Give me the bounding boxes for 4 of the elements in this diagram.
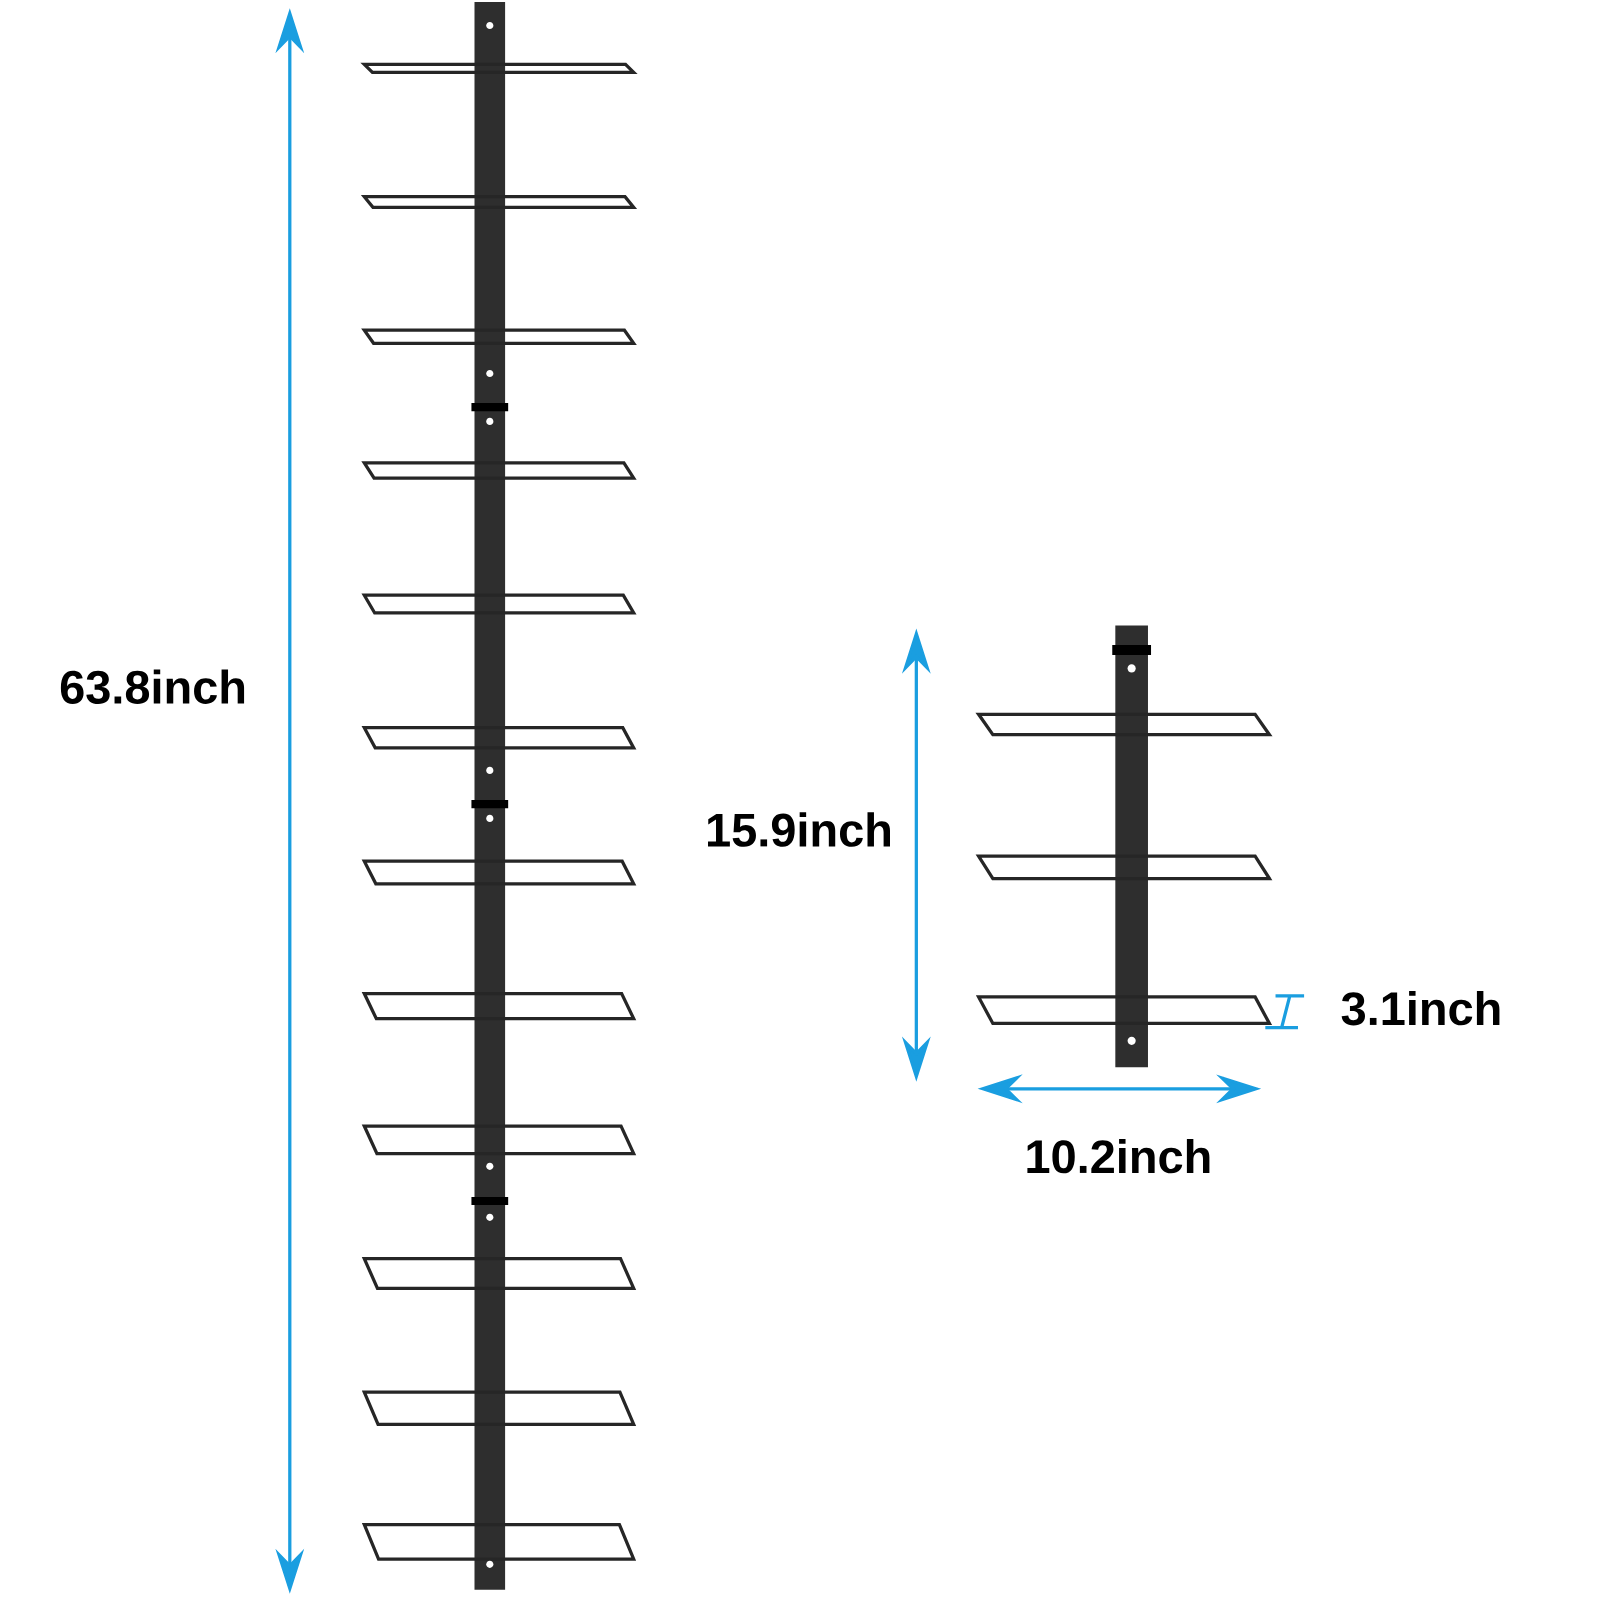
dimension-label: 15.9inch (708, 812, 890, 847)
dimension-label: 10.2inch (1027, 1138, 1210, 1174)
dimension-label: 3.1inch (1341, 990, 1500, 1026)
dimension-label: 63.8inch (60, 669, 245, 704)
